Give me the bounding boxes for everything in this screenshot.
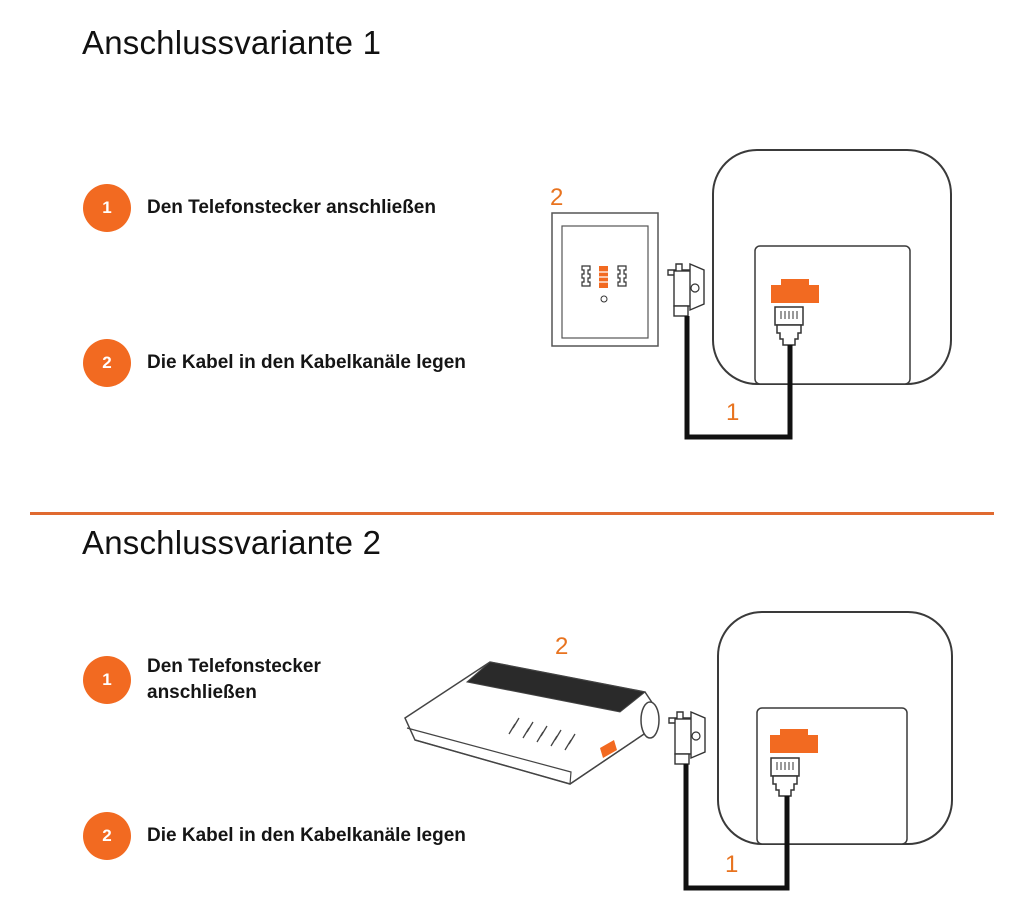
section-1-connection-diagram: 2 1 [550, 149, 952, 440]
phone-cable [683, 764, 790, 891]
orange-lan-port-icon [771, 279, 819, 303]
wall-socket-box [551, 212, 659, 347]
section-2-step-1: 1 Den Telefonstecker anschließen [83, 654, 321, 706]
phone-cable [684, 316, 793, 440]
tae-plug-icon [668, 710, 706, 765]
section-1-title: Anschlussvariante 1 [82, 24, 382, 61]
tae-plug-icon [667, 262, 705, 317]
section-1-step-1: 1 Den Telefonstecker anschließen [83, 184, 436, 232]
step-number-badge: 2 [83, 339, 131, 387]
rj-plug-icon [774, 306, 804, 346]
step-text: Die Kabel in den Kabelkanäle legen [147, 825, 466, 846]
router-device [404, 661, 660, 785]
rj-plug-icon [770, 757, 800, 797]
section-1-step-2: 2 Die Kabel in den Kabelkanäle legen [83, 339, 466, 387]
router-led-slots [508, 717, 576, 751]
step-text: Den Telefonstecker anschließen [147, 656, 321, 703]
step-number-badge: 1 [83, 656, 131, 704]
section-divider [30, 512, 994, 515]
orange-lan-port-icon [770, 729, 818, 753]
step-number-badge: 2 [83, 812, 131, 860]
callout-label-1: 1 [726, 399, 739, 426]
router-orange-port-icon [600, 740, 617, 758]
section-2-title: Anschlussvariante 2 [82, 524, 382, 561]
step-text: Den Telefonstecker anschließen [147, 197, 436, 218]
base-station-device [712, 149, 952, 385]
section-2-step-2: 2 Die Kabel in den Kabelkanäle legen [83, 812, 466, 860]
callout-label-2: 2 [555, 633, 568, 660]
step-number-badge: 1 [83, 184, 131, 232]
base-station-device [717, 611, 953, 845]
tae-socket-icon [581, 265, 627, 303]
section-2-connection-diagram: 2 1 [404, 611, 953, 891]
step-text: Die Kabel in den Kabelkanäle legen [147, 352, 466, 373]
callout-label-2: 2 [550, 184, 563, 211]
callout-label-1: 1 [725, 851, 738, 878]
